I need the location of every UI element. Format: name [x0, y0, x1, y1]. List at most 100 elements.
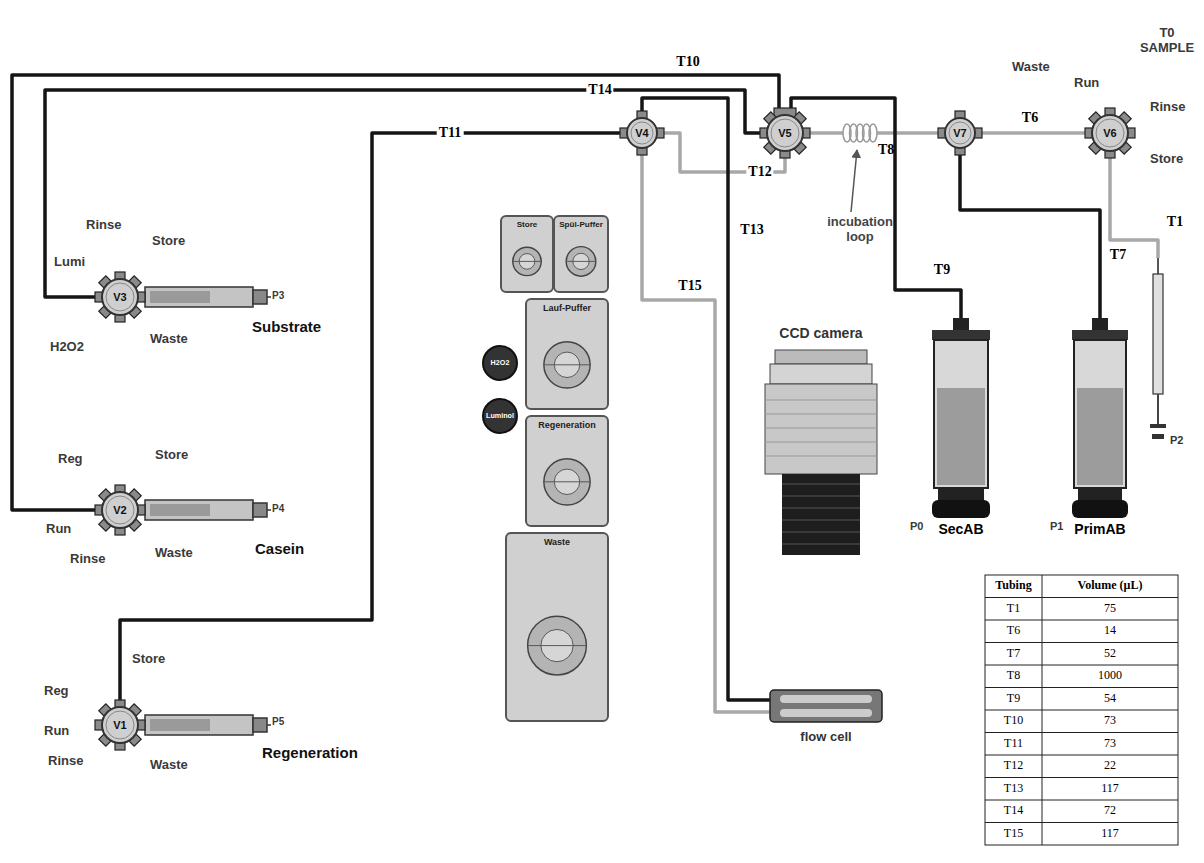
node-label: PrimAB — [1050, 522, 1150, 538]
tubing-label: T10 — [674, 54, 701, 69]
node-label: V3 — [95, 291, 145, 303]
port-label: Store — [1150, 152, 1183, 167]
table-cell: 22 — [1104, 759, 1116, 773]
port-label: Lumi — [54, 255, 85, 270]
port-label: Waste — [1012, 60, 1050, 75]
pump-number: P3 — [272, 290, 284, 302]
table-cell: 73 — [1104, 737, 1116, 751]
reservoir-shape — [527, 300, 607, 408]
node-label: Store — [502, 220, 552, 229]
pump-name: Substrate — [252, 318, 321, 335]
node-label: CCD camera — [740, 326, 902, 342]
pump-number: P4 — [272, 503, 284, 515]
table-cell: T9 — [1007, 692, 1020, 706]
tubing-label: T15 — [676, 278, 703, 293]
leader-arrow — [851, 150, 857, 212]
tubing-label: T12 — [746, 164, 773, 179]
syringe-pump-shape — [1070, 318, 1130, 518]
bottle: H2O2 — [478, 345, 522, 381]
tubing — [642, 155, 770, 712]
reservoir-shape — [527, 417, 607, 525]
table-cell: T7 — [1007, 647, 1020, 661]
node-label: SecAB — [910, 522, 1012, 538]
tubing-label: T1 — [1165, 214, 1185, 229]
node-label: V5 — [760, 127, 810, 139]
node-label: V2 — [95, 504, 145, 516]
table-cell: 117 — [1101, 782, 1119, 796]
pump-number: P0 — [910, 520, 923, 533]
table-cell: T15 — [1004, 827, 1023, 841]
tubing — [642, 98, 770, 700]
incubation-loop-shape — [843, 123, 877, 143]
valve: V3 — [95, 272, 145, 322]
node-label: flow cell — [760, 730, 892, 745]
syringe-pump-shape — [930, 318, 992, 518]
port-label: Rinse — [70, 552, 105, 567]
table-cell: T14 — [1004, 804, 1023, 818]
valve: V6 — [1085, 108, 1135, 158]
pump-number: P1 — [1050, 520, 1063, 533]
table-cell: 1000 — [1098, 669, 1122, 683]
bottle: Luminol — [478, 398, 522, 434]
table-cell: 73 — [1104, 714, 1116, 728]
pump-number: P5 — [272, 716, 284, 728]
table-cell: T1 — [1007, 602, 1020, 616]
valve: V5 — [760, 108, 810, 158]
node-label: Waste — [507, 537, 607, 547]
node-label: H2O2 — [478, 359, 522, 367]
port-label: Rinse — [48, 754, 83, 769]
tubing — [791, 98, 961, 318]
table-cell: 117 — [1101, 827, 1119, 841]
port-label: Reg — [58, 452, 83, 467]
port-label: Store — [155, 448, 188, 463]
node-label: P2 — [1170, 434, 1183, 446]
table-cell: T6 — [1007, 624, 1020, 638]
tubing — [877, 131, 938, 135]
pump-barrel — [145, 287, 271, 735]
table-cell: T13 — [1004, 782, 1023, 796]
port-label: Waste — [150, 332, 188, 347]
tubing — [810, 131, 843, 135]
pump-name: Casein — [255, 540, 304, 557]
sample-syringe: P2 — [1150, 258, 1166, 440]
reservoir: Store — [500, 215, 554, 293]
tubing-label: T6 — [1020, 110, 1040, 125]
incubation-loop: incubation loop — [843, 123, 877, 143]
table-cell: T11 — [1004, 737, 1023, 751]
port-label: Reg — [44, 684, 69, 699]
tubing — [45, 90, 760, 297]
reservoir-shape — [507, 534, 607, 720]
table-cell: T12 — [1004, 759, 1023, 773]
port-label: H2O2 — [50, 340, 84, 355]
table-cell: 52 — [1104, 647, 1116, 661]
valve: V2 — [95, 485, 145, 535]
table-cell: 72 — [1104, 804, 1116, 818]
tubing-label: T9 — [932, 262, 952, 277]
tubing-label: T11 — [437, 125, 464, 140]
port-label: Run — [1074, 76, 1099, 91]
syringe-pump: PrimAB — [1070, 318, 1130, 518]
table-cell: 54 — [1104, 692, 1116, 706]
table-cell: T8 — [1007, 669, 1020, 683]
tubing-label: T8 — [878, 142, 894, 158]
tubing-label: T7 — [1108, 247, 1128, 262]
port-label: T0 SAMPLE — [1136, 26, 1198, 56]
table-cell: Tubing — [995, 579, 1031, 593]
tubing — [12, 75, 779, 510]
port-label: Run — [44, 724, 69, 739]
valve: V7 — [938, 111, 982, 155]
node-label: V4 — [620, 127, 664, 139]
port-label: Run — [46, 522, 71, 537]
ccd-camera-shape — [760, 350, 882, 555]
port-label: Store — [152, 234, 185, 249]
port-label: Store — [132, 652, 165, 667]
valve: V4 — [620, 111, 664, 155]
pump-name: Regeneration — [262, 744, 358, 761]
table-cell: T10 — [1004, 714, 1023, 728]
tubing — [1110, 158, 1158, 258]
valve: V1 — [95, 700, 145, 750]
node-label: Luminol — [478, 412, 522, 420]
node-label: Regeneration — [527, 420, 607, 430]
tubing — [982, 131, 1085, 135]
reservoir: Lauf-Puffer — [525, 298, 609, 410]
